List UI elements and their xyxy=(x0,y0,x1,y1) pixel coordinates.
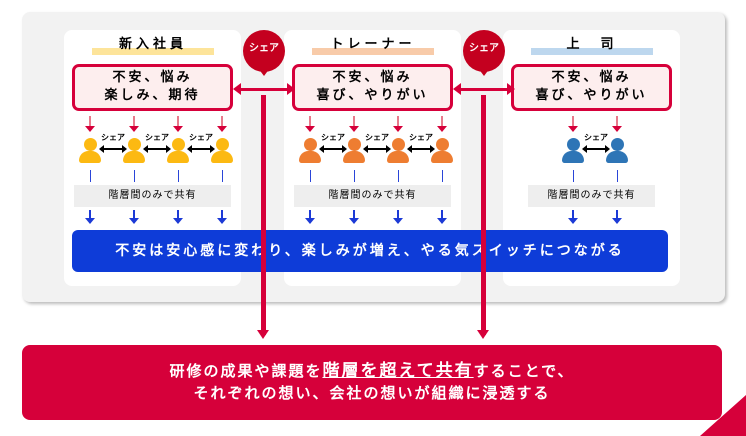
arrow-down-icon xyxy=(349,210,359,224)
column-title: 新入社員 xyxy=(92,38,214,55)
arrow-down-left xyxy=(257,330,269,345)
corner-decoration xyxy=(700,395,746,436)
line xyxy=(354,170,355,182)
line xyxy=(310,170,311,182)
feelings-line: 喜び、やりがい xyxy=(535,88,648,103)
arrow-down-icon xyxy=(568,210,578,224)
feelings-box: 不安、悩み喜び、やりがい xyxy=(292,64,453,111)
gray-label: 階層間のみで共有 xyxy=(528,185,655,207)
arrow-down-icon xyxy=(85,210,95,224)
share-label: シェア xyxy=(145,133,169,142)
feelings-line: 喜び、やりがい xyxy=(316,88,429,103)
arrow-down-icon xyxy=(393,116,403,132)
line xyxy=(573,170,574,182)
gray-label: 階層間のみで共有 xyxy=(294,185,451,207)
person-icon xyxy=(343,138,365,168)
person-icon xyxy=(79,138,101,168)
person-icon xyxy=(387,138,409,168)
share-label: シェア xyxy=(101,133,125,142)
line xyxy=(398,170,399,182)
share-line-right xyxy=(481,95,486,335)
double-arrow-icon xyxy=(319,145,347,153)
double-arrow-icon xyxy=(187,145,215,153)
share-label: シェア xyxy=(321,133,345,142)
arrow-down-icon xyxy=(173,210,183,224)
arrow-down-icon xyxy=(349,116,359,132)
conclusion-emphasis: 階層を超えて共有 xyxy=(322,361,474,381)
share-arrow-left xyxy=(233,83,295,95)
arrow-down-icon xyxy=(612,210,622,224)
arrow-down-right xyxy=(477,330,489,345)
share-pin-right: シェア xyxy=(463,30,505,86)
line xyxy=(134,170,135,182)
double-arrow-icon xyxy=(99,145,127,153)
share-pin-left: シェア xyxy=(243,30,285,86)
arrow-down-icon xyxy=(437,210,447,224)
column-0: 新入社員 不安、悩み楽しみ、期待 シェア シェア シェア 階層間のみで共有 xyxy=(64,30,241,286)
double-arrow-icon xyxy=(143,145,171,153)
person-icon xyxy=(606,138,628,168)
person-icon xyxy=(431,138,453,168)
line xyxy=(90,170,91,182)
share-label: シェア xyxy=(584,133,608,142)
share-line-left xyxy=(261,95,266,335)
conclusion-text: 研修の成果や課題を xyxy=(169,362,323,380)
feelings-line: 不安、悩み xyxy=(112,70,193,85)
gray-label: 階層間のみで共有 xyxy=(74,185,231,207)
person-icon xyxy=(562,138,584,168)
double-arrow-icon xyxy=(407,145,435,153)
feelings-box: 不安、悩み喜び、やりがい xyxy=(511,64,672,111)
feelings-line: 楽しみ、期待 xyxy=(104,88,201,103)
arrow-down-icon xyxy=(612,116,622,132)
arrow-down-icon xyxy=(85,116,95,132)
person-icon xyxy=(211,138,233,168)
double-arrow-icon xyxy=(582,145,610,153)
share-arrow-right xyxy=(453,83,515,95)
feelings-box: 不安、悩み楽しみ、期待 xyxy=(72,64,233,111)
line xyxy=(178,170,179,182)
result-banner: 不安は安心感に変わり、楽しみが増え、やる気スイッチにつながる xyxy=(72,230,668,272)
person-icon xyxy=(167,138,189,168)
column-title: 上 司 xyxy=(531,38,653,55)
line xyxy=(617,170,618,182)
arrow-down-icon xyxy=(217,210,227,224)
share-label: シェア xyxy=(365,133,389,142)
share-label: シェア xyxy=(409,133,433,142)
arrow-down-icon xyxy=(437,116,447,132)
conclusion-text: することで、 xyxy=(473,362,575,380)
double-arrow-icon xyxy=(363,145,391,153)
conclusion-box: 研修の成果や課題を階層を超えて共有することで、 それぞれの想い、会社の想いが組織… xyxy=(22,345,722,420)
feelings-line: 不安、悩み xyxy=(551,70,632,85)
arrow-down-icon xyxy=(129,210,139,224)
arrow-down-icon xyxy=(217,116,227,132)
arrow-down-icon xyxy=(568,116,578,132)
arrow-down-icon xyxy=(305,210,315,224)
feelings-line: 不安、悩み xyxy=(332,70,413,85)
arrow-down-icon xyxy=(305,116,315,132)
arrow-down-icon xyxy=(173,116,183,132)
conclusion-line-2: それぞれの想い、会社の想いが組織に浸透する xyxy=(193,384,551,402)
column-title: トレーナー xyxy=(312,38,434,55)
arrow-down-icon xyxy=(393,210,403,224)
line xyxy=(442,170,443,182)
person-icon xyxy=(123,138,145,168)
line xyxy=(222,170,223,182)
arrow-down-icon xyxy=(129,116,139,132)
share-label: シェア xyxy=(189,133,213,142)
person-icon xyxy=(299,138,321,168)
